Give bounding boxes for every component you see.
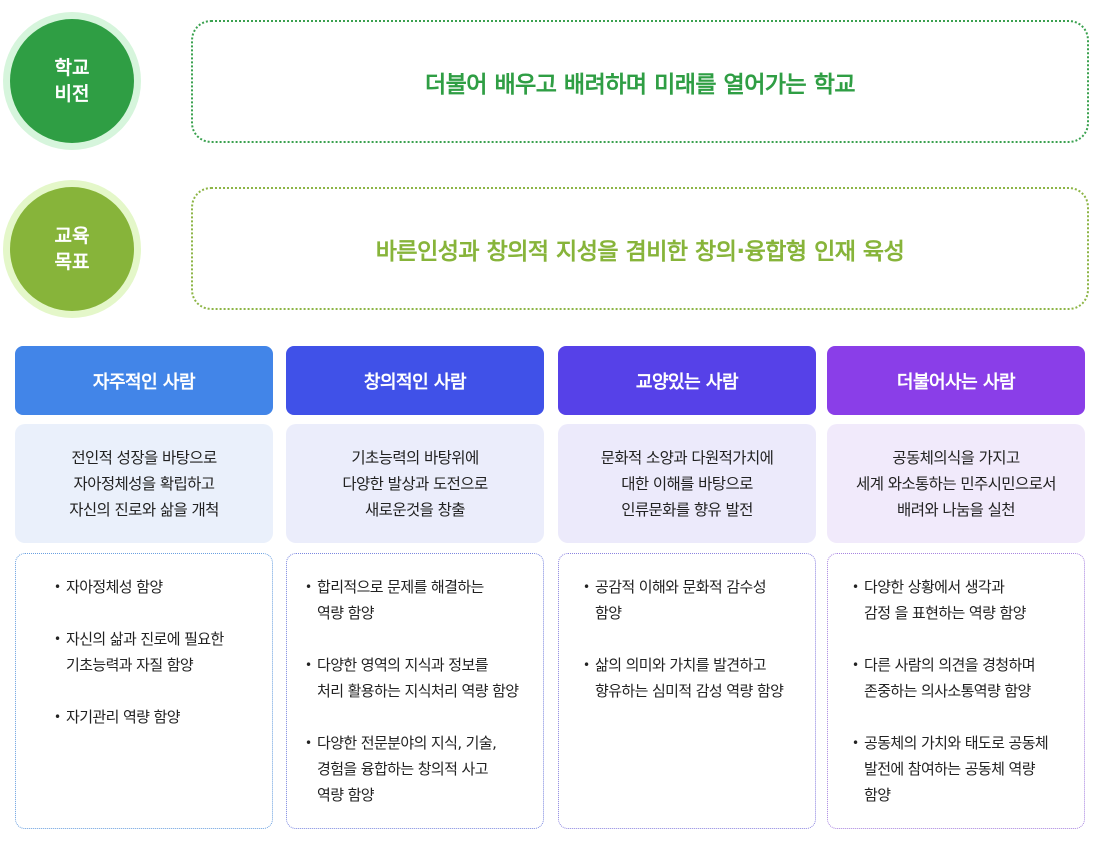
vision-badge: 학교 비전 [3, 12, 141, 150]
list-item-line: 함양 [864, 786, 891, 804]
column-header: 교양있는 사람 [558, 346, 816, 415]
goal-badge-line2: 목표 [54, 251, 90, 273]
column-title: 더불어사는 사람 [896, 371, 1016, 393]
list-item-line: 공감적 이해와 문화적 감수성 [595, 578, 767, 596]
column-autonomous: 자주적인 사람 전인적 성장을 바탕으로 자아정체성을 확립하고 자신의 진로와… [15, 346, 273, 829]
list-item: 다양한 상황에서 생각과 감정 을 표현하는 역량 함양 [852, 574, 1074, 626]
desc-line: 새로운것을 창출 [365, 500, 466, 519]
list-item-line: 공동체의 가치와 태도로 공동체 [864, 734, 1049, 752]
list-item: 다양한 영역의 지식과 정보를 처리 활용하는 지식처리 역량 함양 [305, 652, 533, 704]
list-item: 자기관리 역량 함양 [54, 704, 262, 730]
desc-line: 배려와 나눔을 실천 [897, 500, 1016, 519]
column-description: 공동체의식을 가지고 세계 와소통하는 민주시민으로서 배려와 나눔을 실천 [827, 424, 1085, 543]
list-item-line: 발전에 참여하는 공동체 역량 [864, 760, 1036, 778]
vision-badge-line2: 비전 [54, 83, 90, 105]
list-item-line: 함양 [595, 604, 622, 622]
list-item-line: 삶의 의미와 가치를 발견하고 [595, 656, 767, 674]
desc-line: 인류문화를 향유 발전 [621, 500, 753, 519]
goal-badge-line1: 교육 [54, 225, 90, 247]
column-description: 전인적 성장을 바탕으로 자아정체성을 확립하고 자신의 진로와 삶을 개척 [15, 424, 273, 543]
column-header: 자주적인 사람 [15, 346, 273, 415]
goal-badge-inner: 교육 목표 [10, 187, 134, 311]
list-item-line: 다양한 상황에서 생각과 [864, 578, 1005, 596]
list-item-line: 기초능력과 자질 함양 [66, 656, 194, 674]
goal-badge: 교육 목표 [3, 180, 141, 318]
list-item-line: 향유하는 심미적 감성 역량 함양 [595, 682, 784, 700]
column-title: 자주적인 사람 [92, 371, 196, 393]
list-item: 공동체의 가치와 태도로 공동체 발전에 참여하는 공동체 역량 함양 [852, 730, 1074, 808]
vision-banner: 더불어 배우고 배려하며 미래를 열어가는 학교 [191, 20, 1089, 143]
desc-line: 기초능력의 바탕위에 [351, 448, 479, 467]
list-item-line: 역량 함양 [317, 786, 375, 804]
list-item-line: 자기관리 역량 함양 [66, 708, 181, 726]
list-item-line: 다양한 전문분야의 지식, 기술, [317, 734, 497, 752]
desc-line: 자아정체성을 확립하고 [73, 474, 216, 493]
desc-line: 공동체의식을 가지고 [892, 448, 1020, 467]
list-item: 합리적으로 문제를 해결하는 역량 함양 [305, 574, 533, 626]
list-item-line: 감정 을 표현하는 역량 함양 [864, 604, 1026, 622]
list-item: 공감적 이해와 문화적 감수성 함양 [583, 574, 805, 626]
desc-line: 문화적 소양과 다원적가치에 [600, 448, 774, 467]
list-item: 자신의 삶과 진로에 필요한 기초능력과 자질 함양 [54, 626, 262, 678]
list-item: 삶의 의미와 가치를 발견하고 향유하는 심미적 감성 역량 함양 [583, 652, 805, 704]
column-title: 교양있는 사람 [635, 371, 739, 393]
vision-badge-line1: 학교 [54, 57, 90, 79]
vision-badge-inner: 학교 비전 [10, 19, 134, 143]
column-header: 더불어사는 사람 [827, 346, 1085, 415]
column-competency-list: 자아정체성 함양 자신의 삶과 진로에 필요한 기초능력과 자질 함양 자기관리… [15, 553, 273, 829]
list-item-line: 역량 함양 [317, 604, 375, 622]
list-item-line: 자신의 삶과 진로에 필요한 [66, 630, 224, 648]
desc-line: 전인적 성장을 바탕으로 [71, 448, 217, 467]
list-item-line: 합리적으로 문제를 해결하는 [317, 578, 484, 596]
column-description: 기초능력의 바탕위에 다양한 발상과 도전으로 새로운것을 창출 [286, 424, 544, 543]
list-item: 다른 사람의 의견을 경청하며 존중하는 의사소통역량 함양 [852, 652, 1074, 704]
list-item-line: 다양한 영역의 지식과 정보를 [317, 656, 489, 674]
desc-line: 세계 와소통하는 민주시민으로서 [856, 474, 1057, 493]
list-item-line: 다른 사람의 의견을 경청하며 [864, 656, 1036, 674]
list-item: 다양한 전문분야의 지식, 기술, 경험을 융합하는 창의적 사고 역량 함양 [305, 730, 533, 808]
desc-line: 대한 이해를 바탕으로 [621, 474, 753, 493]
column-cultured: 교양있는 사람 문화적 소양과 다원적가치에 대한 이해를 바탕으로 인류문화를… [558, 346, 816, 829]
column-title: 창의적인 사람 [363, 371, 467, 393]
desc-line: 다양한 발상과 도전으로 [342, 474, 488, 493]
column-competency-list: 다양한 상황에서 생각과 감정 을 표현하는 역량 함양 다른 사람의 의견을 … [827, 553, 1085, 829]
list-item: 자아정체성 함양 [54, 574, 262, 600]
column-header: 창의적인 사람 [286, 346, 544, 415]
column-competency-list: 합리적으로 문제를 해결하는 역량 함양 다양한 영역의 지식과 정보를 처리 … [286, 553, 544, 829]
goal-banner: 바른인성과 창의적 지성을 겸비한 창의·융합형 인재 육성 [191, 187, 1089, 310]
column-description: 문화적 소양과 다원적가치에 대한 이해를 바탕으로 인류문화를 향유 발전 [558, 424, 816, 543]
list-item-line: 처리 활용하는 지식처리 역량 함양 [317, 682, 519, 700]
desc-line: 자신의 진로와 삶을 개척 [69, 500, 219, 519]
list-item-line: 존중하는 의사소통역량 함양 [864, 682, 1031, 700]
vision-text: 더불어 배우고 배려하며 미래를 열어가는 학교 [424, 71, 856, 98]
column-together: 더불어사는 사람 공동체의식을 가지고 세계 와소통하는 민주시민으로서 배려와… [827, 346, 1085, 829]
column-competency-list: 공감적 이해와 문화적 감수성 함양 삶의 의미와 가치를 발견하고 향유하는 … [558, 553, 816, 829]
list-item-line: 자아정체성 함양 [66, 578, 163, 596]
goal-text: 바른인성과 창의적 지성을 겸비한 창의·융합형 인재 육성 [375, 238, 905, 265]
list-item-line: 경험을 융합하는 창의적 사고 [317, 760, 489, 778]
column-creative: 창의적인 사람 기초능력의 바탕위에 다양한 발상과 도전으로 새로운것을 창출… [286, 346, 544, 829]
